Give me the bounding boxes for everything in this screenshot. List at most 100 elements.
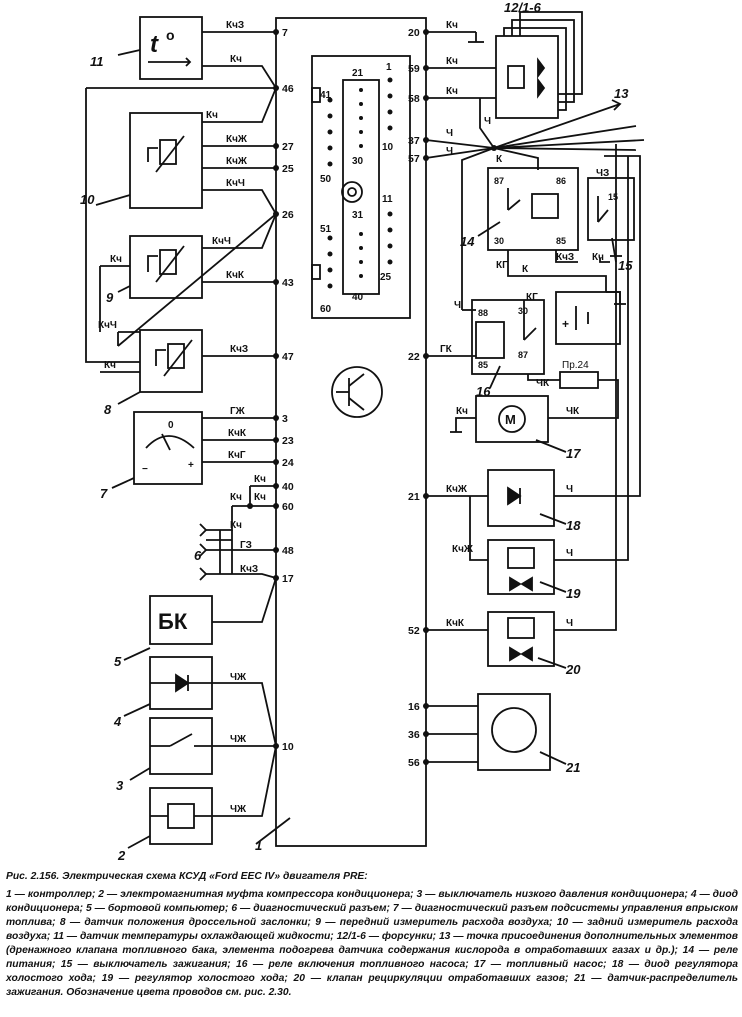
wire-label: КчЧ bbox=[226, 178, 245, 189]
wire-label: ЧЖ bbox=[230, 734, 247, 745]
conn-40: 40 bbox=[352, 292, 364, 303]
figure-caption: Рис. 2.156. Электрическая схема КСУД «Fo… bbox=[6, 870, 738, 1000]
pin-7: 7 bbox=[282, 27, 288, 39]
label-c14: 14 bbox=[460, 234, 475, 249]
wire-label: Кч bbox=[230, 492, 242, 503]
bk-label: БК bbox=[158, 609, 188, 634]
wire-label: ЧК bbox=[536, 378, 550, 389]
label-c9: 9 bbox=[106, 290, 114, 305]
pin-17: 17 bbox=[282, 573, 294, 585]
term-87a: 87 bbox=[494, 176, 504, 186]
wire-label: К bbox=[496, 154, 503, 165]
caption-legend: 1 — контроллер; 2 — электромагнитная муф… bbox=[6, 889, 738, 998]
wire-label: Кч bbox=[254, 492, 266, 503]
pin-37: 37 bbox=[408, 135, 420, 147]
wire-label: КчЗ bbox=[240, 564, 258, 575]
conn-30: 30 bbox=[352, 156, 364, 167]
pin-20: 20 bbox=[408, 27, 420, 39]
controller-box bbox=[275, 17, 427, 847]
wire-label: КчГ bbox=[228, 450, 246, 461]
label-c20: 20 bbox=[565, 662, 581, 677]
wire-label: КГ bbox=[496, 260, 508, 271]
pin-22: 22 bbox=[408, 351, 420, 363]
wire-label: ЧЗ bbox=[596, 168, 609, 179]
wire-label: ЧЖ bbox=[230, 672, 247, 683]
pin-46: 46 bbox=[282, 83, 294, 95]
wire-label: Ч bbox=[446, 128, 453, 139]
term-87b: 87 bbox=[518, 350, 528, 360]
pin-25: 25 bbox=[282, 163, 294, 175]
label-c15: 15 bbox=[618, 258, 633, 273]
wire-label: Кч bbox=[446, 56, 458, 67]
pin-36: 36 bbox=[408, 729, 420, 741]
wire-label: КчЖ bbox=[226, 156, 248, 167]
label-c17: 17 bbox=[566, 446, 581, 461]
conn-10: 10 bbox=[382, 142, 394, 153]
label-c11: 11 bbox=[90, 54, 104, 69]
label-c10: 10 bbox=[80, 192, 95, 207]
ignition-distributor bbox=[477, 693, 551, 771]
wire-label: Кч bbox=[230, 54, 242, 65]
conn-31: 31 bbox=[352, 210, 364, 221]
idle-regulator-diode bbox=[487, 469, 555, 527]
label-c13: 13 bbox=[614, 86, 629, 101]
wire-label: КчЧ bbox=[212, 236, 231, 247]
conn-50: 50 bbox=[320, 174, 332, 185]
pin-58: 58 bbox=[408, 93, 420, 105]
pin-16: 16 bbox=[408, 701, 420, 713]
wire-label: КчЖ bbox=[446, 484, 468, 495]
wire-label: Кч bbox=[592, 252, 604, 263]
term-86: 86 bbox=[556, 176, 566, 186]
conn-25: 25 bbox=[380, 272, 392, 283]
wire-label: КчЖ bbox=[226, 134, 248, 145]
wire-label: К bbox=[522, 264, 529, 275]
pin-10: 10 bbox=[282, 741, 294, 753]
pin-60: 60 bbox=[282, 501, 294, 513]
wire-label: КГ bbox=[526, 292, 538, 303]
gauge-plus: + bbox=[188, 460, 194, 471]
wire-label: ГЗ bbox=[240, 540, 252, 551]
conn-41: 41 bbox=[320, 90, 332, 101]
pin-57: 57 bbox=[408, 153, 420, 165]
term-30a: 30 bbox=[494, 236, 504, 246]
label-c21: 21 bbox=[565, 760, 580, 775]
wire-label: Кч bbox=[456, 406, 468, 417]
label-c16: 16 bbox=[476, 384, 491, 399]
wire-label: Ч bbox=[566, 484, 573, 495]
pin-23: 23 bbox=[282, 435, 294, 447]
wire-label: Ч bbox=[566, 618, 573, 629]
wire-label: ЧК bbox=[566, 406, 580, 417]
rear-air-meter bbox=[129, 112, 203, 209]
wire-label: Кч bbox=[206, 110, 218, 121]
pin-59: 59 bbox=[408, 63, 420, 75]
diagnostic-gauge bbox=[133, 411, 203, 485]
term-85a: 85 bbox=[556, 236, 566, 246]
idle-regulator bbox=[487, 539, 555, 595]
pin-43: 43 bbox=[282, 277, 294, 289]
term-85b: 85 bbox=[478, 360, 488, 370]
gauge-zero: 0 bbox=[168, 420, 174, 431]
wire-label: ГЖ bbox=[230, 406, 246, 417]
wire-label: Кч bbox=[230, 520, 242, 531]
caption-title: Рис. 2.156. Электрическая схема КСУД «Fo… bbox=[6, 871, 368, 882]
label-c3: 3 bbox=[116, 778, 124, 793]
pin-3: 3 bbox=[282, 413, 288, 425]
fuel-pump-relay bbox=[471, 299, 545, 375]
wire-label: Кч bbox=[446, 86, 458, 97]
term-88: 88 bbox=[478, 308, 488, 318]
throttle-position-sensor bbox=[139, 329, 203, 393]
conn-60: 60 bbox=[320, 304, 332, 315]
wire-label: КчЧ bbox=[98, 320, 117, 331]
front-air-meter bbox=[129, 235, 203, 299]
pin-48: 48 bbox=[282, 545, 294, 557]
gauge-minus: − bbox=[142, 464, 148, 475]
egr-valve bbox=[487, 611, 555, 667]
wire-label: Ч bbox=[454, 300, 461, 311]
label-c1: 1 bbox=[255, 838, 262, 853]
transistor-icon bbox=[331, 366, 383, 418]
term-15: 15 bbox=[608, 192, 618, 202]
label-c19: 19 bbox=[566, 586, 581, 601]
pin-52: 52 bbox=[408, 625, 420, 637]
label-c12: 12/1-6 bbox=[504, 0, 542, 15]
trip-computer bbox=[149, 595, 213, 645]
